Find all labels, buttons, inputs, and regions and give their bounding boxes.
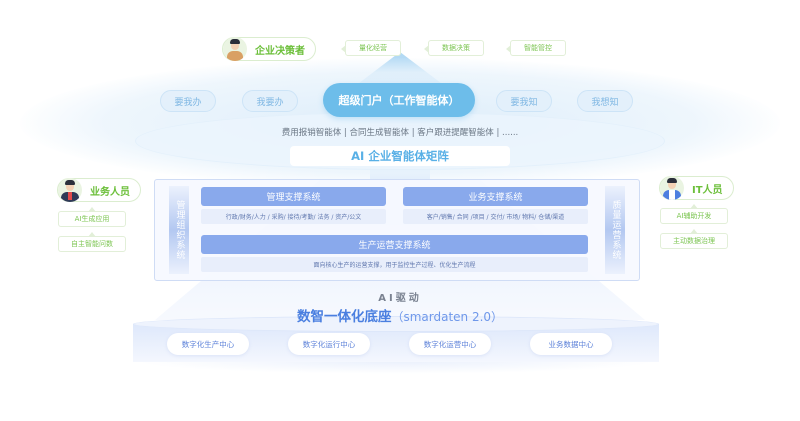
production-operation-support-system[interactable]: 生产运营支撑系统 [201, 235, 588, 254]
agent-matrix-title: AI 企业智能体矩阵 [290, 146, 510, 166]
support-systems-panel: 管理组织系统 质量运营系统 管理支撑系统 行政/财务/人力 / 采购/ 接待/考… [154, 179, 640, 281]
business-support-system[interactable]: 业务支撑系统 [403, 187, 588, 206]
tag-data-decision: 数据决策 [424, 40, 484, 56]
agent-list: 费用报销智能体 | 合同生成智能体 | 客户跟进提醒智能体 | ...... [281, 128, 519, 138]
tag-ai-generate-app: AI生成应用 [58, 207, 126, 227]
quality-operation-system-label: 质量运营系统 [610, 200, 621, 260]
management-support-system[interactable]: 管理支撑系统 [201, 187, 386, 206]
it-user-label: IT人员 [692, 184, 723, 196]
executive-avatar-icon [223, 37, 247, 61]
business-user-badge: 业务人员 [57, 178, 141, 202]
it-user-avatar-icon [660, 176, 684, 200]
business-support-detail: 客户/销售/ 合同 /项目 / 交付/ 市场/ 物料/ 仓储/渠道 [403, 209, 588, 224]
pill-i-want-to-do[interactable]: 我要办 [242, 90, 298, 112]
decision-maker-badge: 企业决策者 [222, 37, 316, 61]
tag-quantified-operation: 量化经营 [341, 40, 401, 56]
management-org-system-label: 管理组织系统 [174, 200, 185, 260]
tag-smart-control: 智能管控 [506, 40, 566, 56]
pill-i-want-to-know[interactable]: 我想知 [577, 90, 633, 112]
ai-driven-label: AI驱动 [378, 293, 422, 304]
base-title-version: （smardaten 2.0） [391, 310, 504, 324]
tag-active-data-governance: 主动数据治理 [660, 229, 728, 249]
super-portal-button[interactable]: 超级门户（工作智能体） [323, 83, 475, 117]
center-digital-running[interactable]: 数字化运行中心 [288, 333, 370, 355]
center-digital-production[interactable]: 数字化生产中心 [167, 333, 249, 355]
tag-self-service-query: 自主智能问数 [58, 232, 126, 252]
pill-todo-for-me[interactable]: 要我办 [160, 90, 216, 112]
base-title-main: 数智一体化底座 [296, 309, 392, 325]
base-title: 数智一体化底座（smardaten 2.0） [0, 305, 800, 325]
it-user-badge: IT人员 [659, 176, 734, 200]
business-user-label: 业务人员 [90, 186, 130, 198]
management-support-detail: 行政/财务/人力 / 采购/ 接待/考勤/ 法务 / 资产/公文 [201, 209, 386, 224]
center-digital-operation[interactable]: 数字化运营中心 [409, 333, 491, 355]
business-user-avatar-icon [58, 178, 82, 202]
quality-operation-system-bar: 质量运营系统 [605, 186, 625, 274]
tag-ai-assisted-dev: AI辅助开发 [660, 204, 728, 224]
decision-maker-label: 企业决策者 [255, 45, 305, 57]
production-operation-support-detail: 面向核心生产的运营支撑，用于监控生产过程、优化生产流程 [201, 257, 588, 272]
pill-inform-me[interactable]: 要我知 [496, 90, 552, 112]
center-business-data[interactable]: 业务数据中心 [530, 333, 612, 355]
base-cylinder-top [133, 316, 659, 332]
management-org-system-bar: 管理组织系统 [169, 186, 189, 274]
